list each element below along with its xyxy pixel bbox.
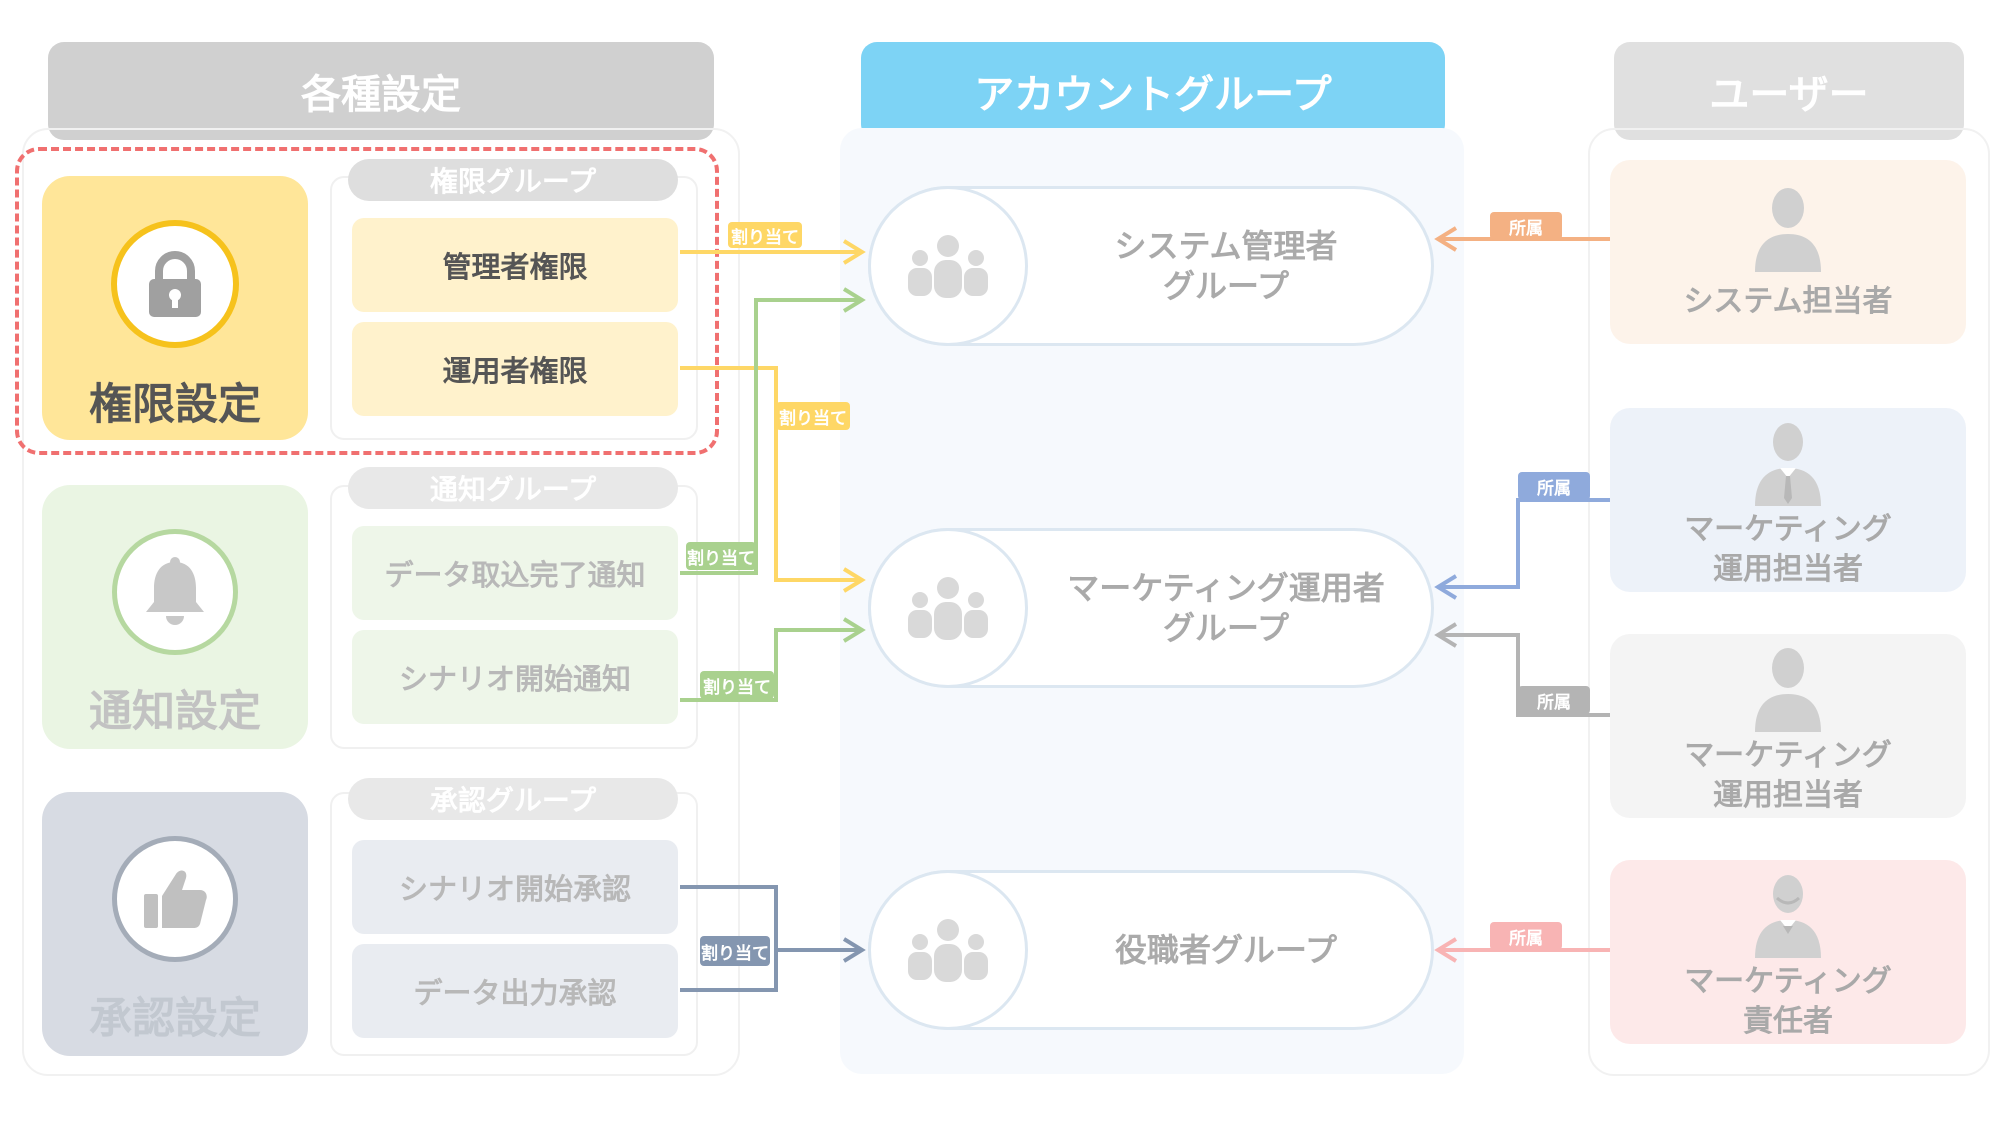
admin-permission-item[interactable]: 管理者権限 (352, 218, 678, 312)
assign-tag-scenario-start: 割り当て (700, 671, 774, 699)
user-marketing-operator-1[interactable]: マーケティング 運用担当者 (1610, 408, 1966, 592)
lock-icon (111, 220, 239, 348)
user-panel (1588, 128, 1990, 1076)
assign-tag-admin: 割り当て (728, 222, 802, 248)
user-system-staff[interactable]: システム担当者 (1610, 160, 1966, 344)
system-admin-account-group[interactable]: システム管理者 グループ (868, 186, 1434, 346)
marketing-operator-account-group[interactable]: マーケティング運用者 グループ (868, 528, 1434, 688)
permission-settings-card[interactable]: 権限設定 (42, 176, 308, 440)
scenario-start-notification-item[interactable]: シナリオ開始通知 (352, 630, 678, 724)
belong-tag-marketing-operator-1: 所属 (1518, 472, 1590, 500)
assign-tag-approval: 割り当て (700, 936, 770, 966)
user-marketing-operator-2-label: マーケティング 運用担当者 (1684, 738, 1892, 813)
settings-column-header: 各種設定 (48, 42, 714, 140)
scenario-start-approval-item[interactable]: シナリオ開始承認 (352, 840, 678, 934)
permission-group-title: 権限グループ (348, 159, 678, 201)
belong-tag-marketing-operator-2: 所属 (1518, 686, 1590, 714)
person-icon (1755, 648, 1821, 732)
user-marketing-operator-1-label: マーケティング 運用担当者 (1684, 512, 1892, 587)
permission-settings-label: 権限設定 (89, 380, 261, 430)
executive-account-group-label: 役職者グループ (1114, 931, 1338, 969)
notification-settings-label: 通知設定 (89, 687, 261, 737)
operator-permission-item[interactable]: 運用者権限 (352, 322, 678, 416)
executive-account-group[interactable]: 役職者グループ (868, 870, 1434, 1030)
user-system-staff-label: システム担当者 (1683, 284, 1893, 319)
belong-tag-manager: 所属 (1490, 922, 1562, 950)
permission-highlight-frame (15, 147, 719, 455)
user-marketing-operator-2[interactable]: マーケティング 運用担当者 (1610, 634, 1966, 818)
notification-group-title: 通知グループ (348, 467, 678, 509)
belong-tag-system-staff: 所属 (1490, 212, 1562, 240)
person-icon (1755, 188, 1821, 272)
user-marketing-manager-label: マーケティング 責任者 (1684, 964, 1892, 1039)
assign-tag-operator: 割り当て (776, 402, 850, 430)
account-group-column-header: アカウントグループ (861, 42, 1445, 140)
marketing-operator-account-group-label: マーケティング運用者 グループ (1067, 569, 1385, 647)
people-group-icon (868, 528, 1028, 688)
people-group-icon (868, 870, 1028, 1030)
system-admin-account-group-label: システム管理者 グループ (1114, 227, 1338, 305)
user-column-header: ユーザー (1614, 42, 1964, 140)
thumbs-up-icon (112, 836, 238, 962)
data-import-complete-notification-item[interactable]: データ取込完了通知 (352, 526, 678, 620)
assign-tag-data-import: 割り当て (686, 542, 756, 570)
approval-group-title: 承認グループ (348, 778, 678, 820)
notification-settings-card[interactable]: 通知設定 (42, 485, 308, 749)
bell-icon (112, 529, 238, 655)
approval-settings-card[interactable]: 承認設定 (42, 792, 308, 1056)
data-export-approval-item[interactable]: データ出力承認 (352, 944, 678, 1038)
executive-icon (1755, 875, 1821, 958)
businessman-icon (1755, 423, 1821, 506)
approval-settings-label: 承認設定 (89, 994, 261, 1044)
user-marketing-manager[interactable]: マーケティング 責任者 (1610, 860, 1966, 1044)
settings-panel (22, 128, 740, 1076)
people-group-icon (868, 186, 1028, 346)
